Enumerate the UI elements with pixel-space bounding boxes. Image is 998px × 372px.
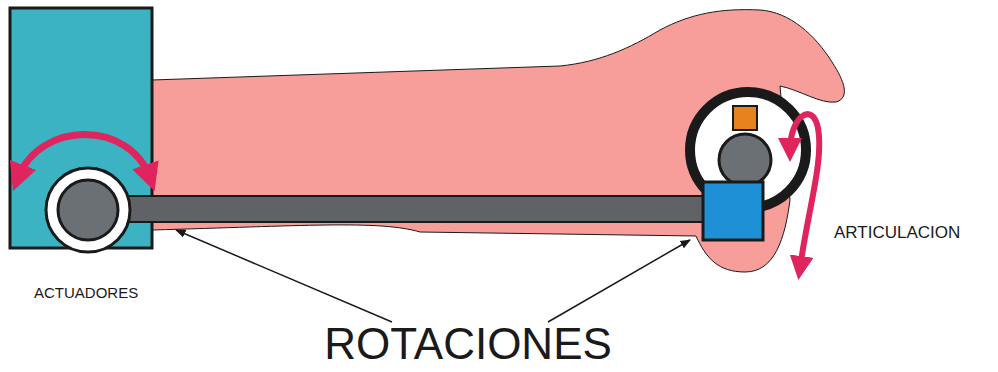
- sensor-block: [733, 106, 757, 130]
- part-label: ACTUADORES: [34, 285, 138, 302]
- rotation-arrow: [18, 135, 150, 179]
- joint-block: [703, 182, 763, 240]
- leader-line: [176, 230, 392, 322]
- actuator-wheel: [46, 168, 130, 252]
- rotation-arrow: [790, 114, 819, 268]
- link-bar: [120, 196, 705, 222]
- title-label: ROTACIONES: [324, 320, 612, 368]
- actuator-hub: [58, 180, 118, 240]
- leader-line: [548, 240, 690, 322]
- arm: [152, 10, 844, 272]
- wrist-hub: [719, 134, 771, 186]
- joint-label: ARTICULACION: [834, 224, 960, 243]
